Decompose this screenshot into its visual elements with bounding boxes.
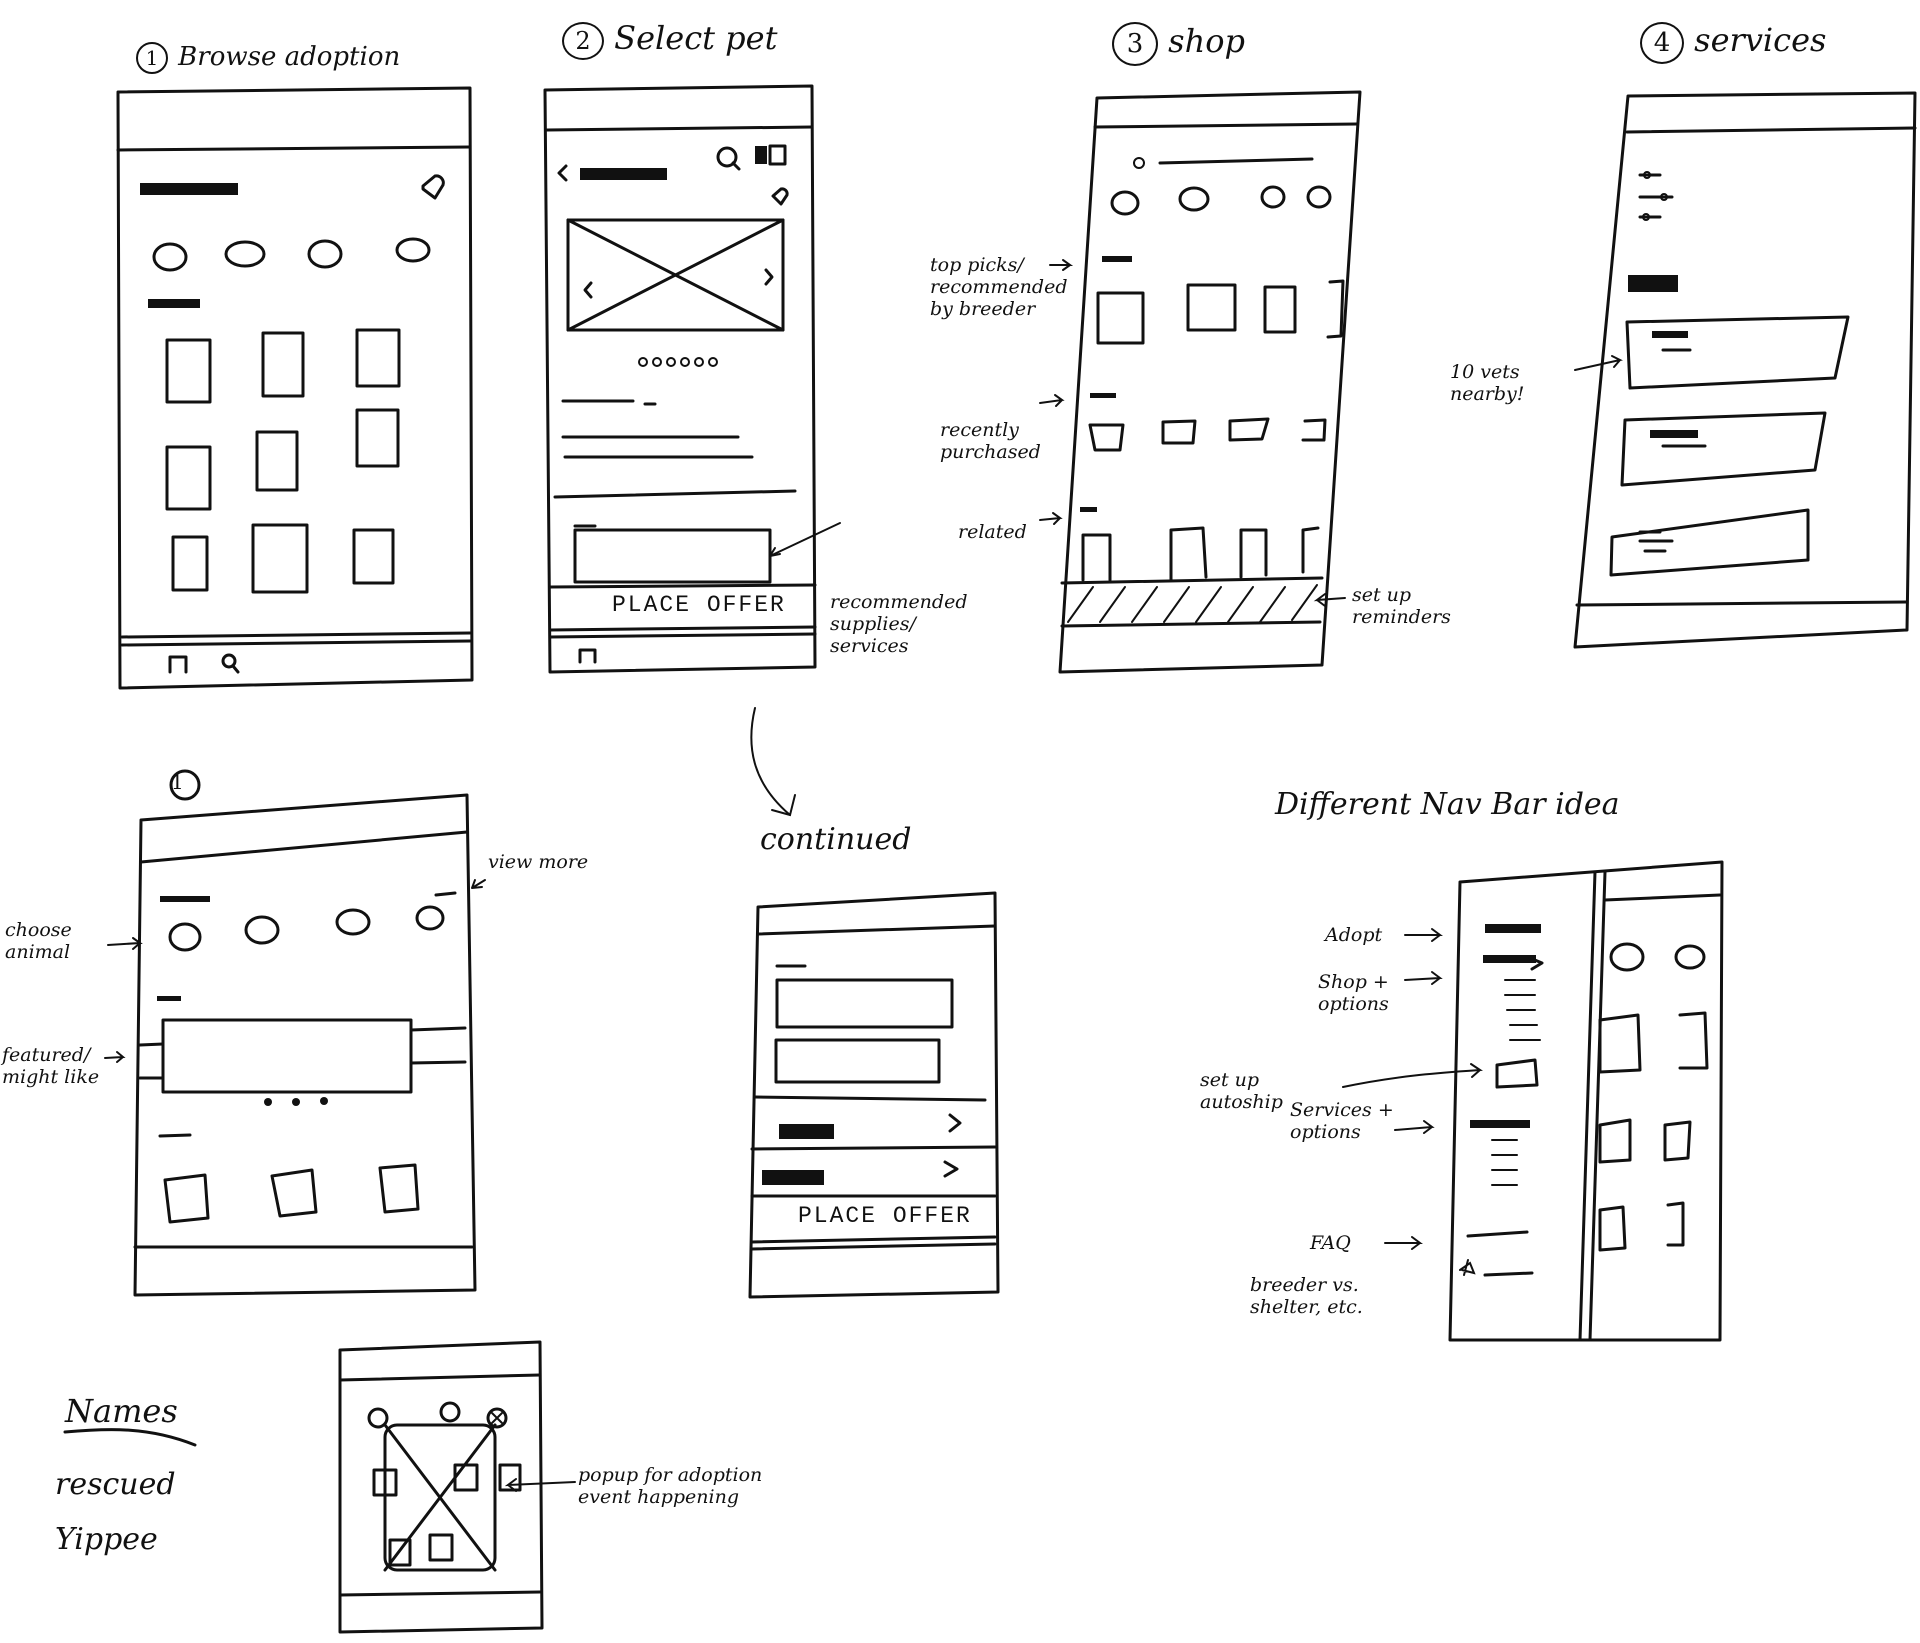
title-browse-adoption: 1 Browse adoption: [136, 38, 400, 74]
screen-browse-adoption: [116, 86, 474, 690]
screen-shop: [1039, 90, 1362, 674]
step-number-2: 2: [562, 22, 604, 60]
annotation-faq: FAQ: [1310, 1232, 1351, 1254]
title-select-pet: 2 Select pet: [562, 22, 777, 60]
name-option-2: Yippee: [55, 1522, 158, 1557]
title-nav-bar-idea: Different Nav Bar idea: [1275, 787, 1620, 822]
annotation-choose-animal: choose animal: [5, 919, 72, 963]
title-shop: 3 shop: [1112, 22, 1245, 66]
screen-popup: [338, 1340, 576, 1634]
step-number-1: 1: [136, 42, 168, 74]
step-number-4: 4: [1640, 22, 1684, 64]
annotation-recommended: recommended supplies/ services: [830, 591, 968, 657]
annotation-view-more: view more: [488, 851, 589, 873]
annotation-featured: featured/ might like: [2, 1044, 100, 1088]
title-services: 4 services: [1640, 22, 1826, 64]
annotation-top-picks: top picks/ recommended by breeder: [930, 254, 1068, 320]
step-number-3: 3: [1112, 22, 1158, 66]
annotation-set-up-reminders: set up reminders: [1352, 584, 1451, 628]
screen-nav-bar-idea: [1342, 860, 1724, 1342]
annotation-shop-options: Shop + options: [1318, 971, 1389, 1015]
place-offer-button[interactable]: PLACE OFFER: [612, 592, 786, 618]
screen-services: [1573, 91, 1917, 649]
step-number-1-repeat: 1: [171, 770, 184, 794]
annotation-vets-nearby: 10 vets nearby!: [1450, 361, 1525, 405]
arrow-continued: [750, 707, 791, 816]
screen-browse-adoption-v2: [104, 769, 486, 1297]
annotation-recently-purchased: recently purchased: [940, 419, 1041, 463]
name-option-1: rescued: [55, 1467, 176, 1502]
screen-select-pet: [543, 84, 841, 674]
annotation-breeder-vs-shelter: breeder vs. shelter, etc.: [1250, 1274, 1363, 1318]
title-names: Names: [65, 1392, 178, 1430]
annotation-popup: popup for adoption event happening: [578, 1464, 763, 1508]
annotation-adopt: Adopt: [1325, 924, 1383, 946]
screen-continued: [748, 891, 1000, 1299]
annotation-related: related: [958, 521, 1027, 543]
annotation-set-up-autoship: set up autoship: [1200, 1069, 1283, 1113]
place-offer-button-continued[interactable]: PLACE OFFER: [798, 1203, 972, 1229]
title-continued: continued: [760, 822, 912, 857]
annotation-services-options: Services + options: [1290, 1099, 1394, 1143]
